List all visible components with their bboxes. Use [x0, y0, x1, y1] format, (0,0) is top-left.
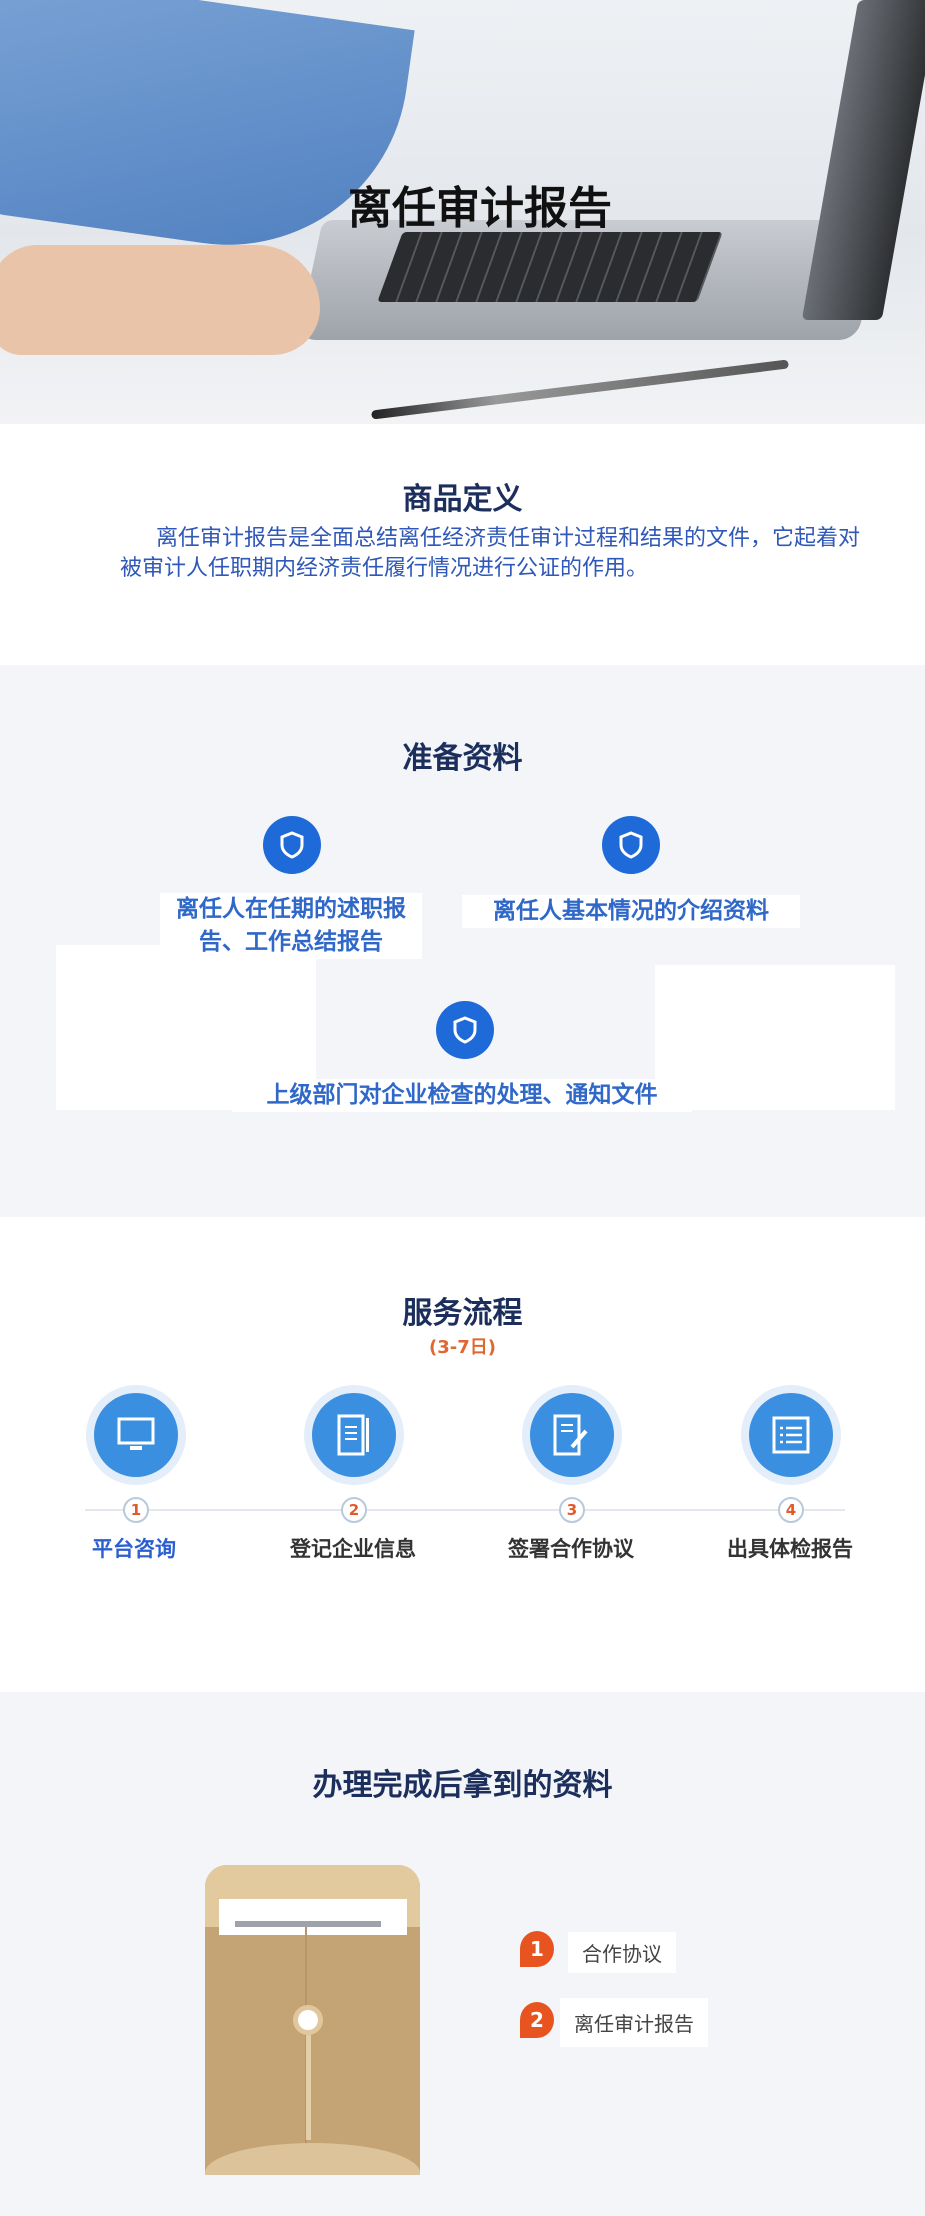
step-label: 登记企业信息 — [290, 1537, 416, 1561]
hero-banner: 离任审计报告 — [0, 0, 925, 424]
process-title: 服务流程 — [402, 1296, 523, 1331]
document-icon — [312, 1393, 396, 1477]
step-number: 3 — [559, 1497, 585, 1523]
deliverables-title: 办理完成后拿到的资料 — [312, 1768, 613, 1803]
definition-text: 离任审计报告是全面总结离任经济责任审计过程和结果的文件，它起着对被审计人任职期内… — [120, 526, 861, 581]
shield-icon — [602, 816, 660, 874]
deliverable-item: 离任审计报告 — [560, 1998, 708, 2047]
step-label: 出具体检报告 — [727, 1537, 853, 1561]
process-line — [85, 1509, 845, 1511]
item-number-badge: 1 — [520, 1931, 554, 1967]
hero-pen-image — [371, 359, 789, 420]
step-number: 2 — [341, 1497, 367, 1523]
prep-item-2: 离任人基本情况的介绍资料 — [462, 895, 800, 928]
shield-icon — [263, 816, 321, 874]
deliverables-section: 办理完成后拿到的资料 — [0, 1692, 925, 2216]
hero-title: 离任审计报告 — [348, 183, 612, 234]
sign-document-icon — [530, 1393, 614, 1477]
step-label: 签署合作协议 — [508, 1537, 634, 1561]
prep-item-3: 上级部门对企业检查的处理、通知文件 — [232, 1079, 692, 1112]
monitor-icon — [94, 1393, 178, 1477]
step-label: 平台咨询 — [92, 1537, 176, 1561]
hero-hand-image — [0, 245, 320, 355]
step-number: 1 — [123, 1497, 149, 1523]
definition-section: 商品定义 离任审计报告是全面总结离任经济责任审计过程和结果的文件，它起着对被审计… — [0, 424, 925, 665]
list-icon — [749, 1393, 833, 1477]
prep-item-1: 离任人在任期的述职报告、工作总结报告 — [160, 893, 422, 959]
preparation-title: 准备资料 — [402, 741, 523, 776]
deliverable-item: 合作协议 — [568, 1932, 676, 1973]
item-number-badge: 2 — [520, 2002, 554, 2038]
preparation-section: 准备资料 离任人在任期的述职报告、工作总结报告 离任人基本情况的介绍资料 上级部… — [0, 665, 925, 1217]
envelope-illustration — [205, 1865, 420, 2175]
definition-title: 商品定义 — [402, 482, 523, 517]
hero-keyboard-image — [377, 232, 723, 302]
shield-icon — [436, 1001, 494, 1059]
process-duration: (3-7日) — [429, 1337, 496, 1358]
hero-screen-image — [801, 0, 925, 320]
step-number: 4 — [778, 1497, 804, 1523]
